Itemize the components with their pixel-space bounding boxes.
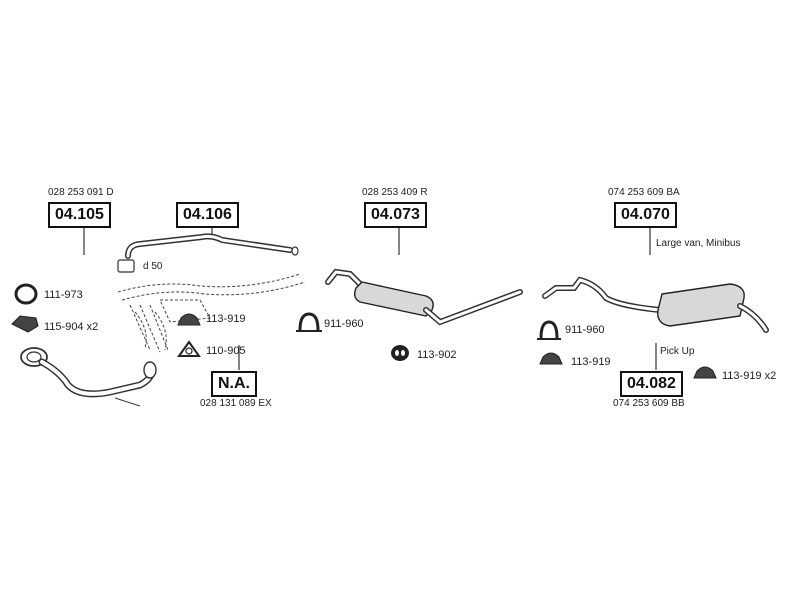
rear-silencer-04-070 [542,276,769,333]
ring-icon [14,283,38,305]
part-label: 115-904 x2 [44,321,99,333]
ref-number: 028 253 409 R [362,187,428,198]
ref-number: 074 253 609 BB [613,398,685,409]
part-label: 113-919 [571,356,611,368]
ref-number: 028 131 089 EX [200,398,272,409]
rubber-mount-icon [391,345,409,361]
u-clamp-icon [537,320,561,340]
hanger-icon [693,366,717,379]
ref-number: 074 253 609 BA [608,187,680,198]
part-code-box[interactable]: 04.073 [364,202,427,228]
part-label: 113-919 x2 [722,370,777,382]
u-clamp-icon [296,312,322,332]
part-label: 911-960 [565,324,605,336]
centre-silencer-04-073 [325,268,523,326]
ref-number: 028 253 091 D [48,187,114,198]
intermediate-pipe-04-106 [117,233,299,273]
part-code-box[interactable]: 04.106 [176,202,239,228]
part-label: 113-919 [206,313,246,325]
manifold-outline-na [117,273,306,353]
part-label: 911-960 [324,318,364,330]
part-label: 113-902 [417,349,457,361]
part-code-box[interactable]: N.A. [211,371,257,397]
gasket-icon [177,340,201,357]
part-code-box[interactable]: 04.105 [48,202,111,228]
vehicle-note: Pick Up [660,346,695,357]
hanger-icon [177,313,201,326]
part-label: 110-905 [206,345,246,357]
clamp-icon [11,315,39,333]
hanger-icon [539,352,563,365]
front-pipe-04-105 [20,347,157,407]
diameter-note: d 50 [143,261,163,272]
part-code-box[interactable]: 04.070 [614,202,677,228]
part-label: 111-973 [44,289,83,301]
vehicle-note: Large van, Minibus [656,238,741,249]
part-code-box[interactable]: 04.082 [620,371,683,397]
